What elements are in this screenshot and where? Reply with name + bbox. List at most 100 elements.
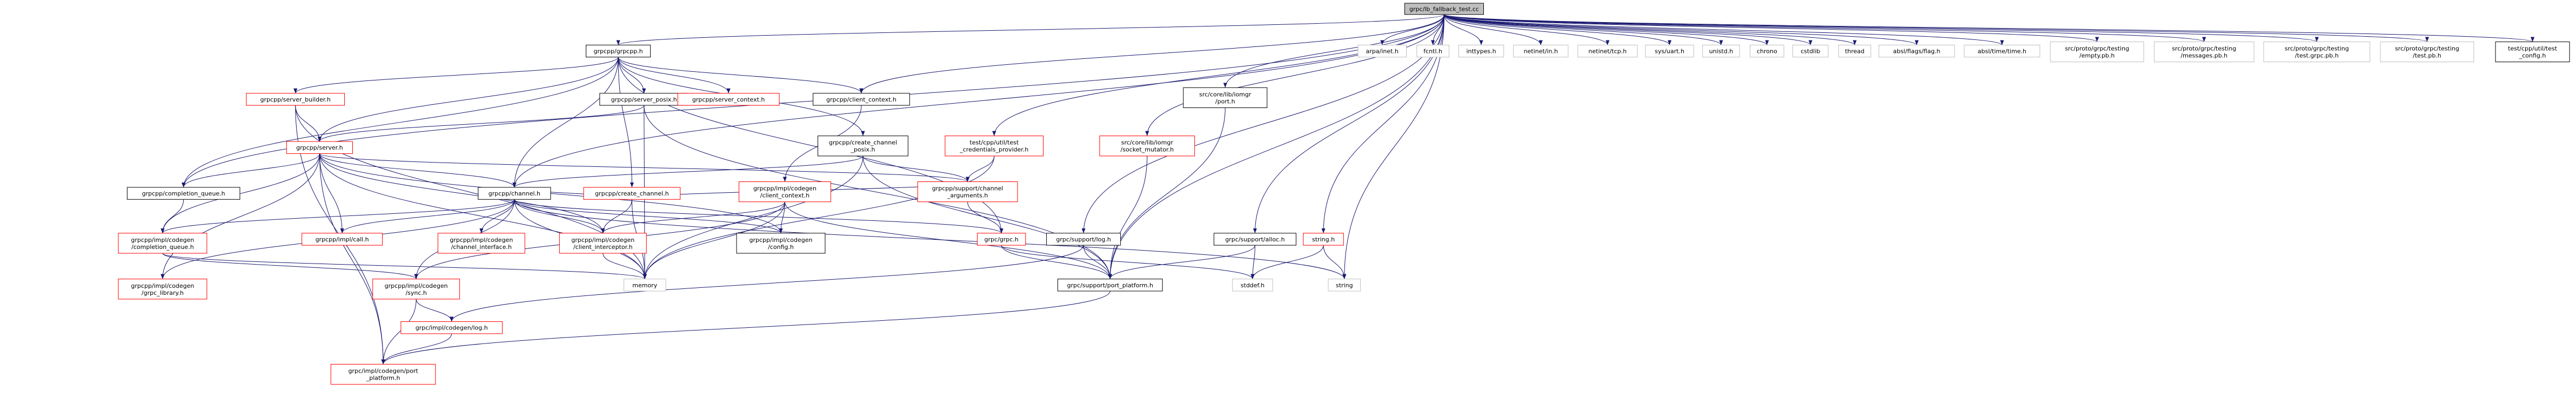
edge-grpcpp-to-createch (618, 57, 634, 187)
node-config-label: /config.h (768, 244, 794, 251)
node-portplat-label: grpc/support/port_platform.h (1067, 282, 1153, 289)
edge-createchp-to-chanargs (862, 156, 970, 182)
edge-createchp-to-portplat (862, 156, 1112, 279)
node-alloc[interactable]: grpc/support/alloc.h (1213, 233, 1296, 246)
edge-implog-to-implport (381, 333, 452, 365)
node-nettcp[interactable]: netinet/tcp.h (1577, 44, 1638, 58)
node-cstdlib[interactable]: cstdlib (1792, 44, 1829, 58)
node-absflag[interactable]: absl/flags/flag.h (1878, 44, 1955, 58)
node-netin[interactable]: netinet/in.h (1513, 44, 1569, 58)
node-stddef-box (1232, 279, 1273, 292)
node-call[interactable]: grpcpp/impl/call.h (302, 233, 383, 246)
edge-cq-to-implcq (160, 199, 184, 233)
node-config[interactable]: grpcpp/impl/codegen/config.h (736, 233, 826, 254)
edge-server-to-cliint (319, 153, 605, 233)
node-grpch-label: grpc/grpc.h (985, 236, 1019, 243)
node-abstime-label: absl/time/time.h (1978, 48, 2026, 55)
node-createch[interactable]: grpcpp/create_channel.h (583, 187, 681, 200)
node-implcq[interactable]: grpcpp/impl/codegen/completion_queue.h (118, 233, 208, 254)
node-netin-label: netinet/in.h (1524, 48, 1558, 55)
node-testcfg[interactable]: test/cpp/util/test_config.h (2495, 41, 2570, 63)
node-channel[interactable]: grpcpp/channel.h (478, 187, 551, 200)
node-stddef[interactable]: stddef.h (1232, 279, 1273, 292)
node-netin-box (1513, 44, 1569, 58)
edge-root-to-cstdlib (1444, 14, 1812, 45)
node-cliint[interactable]: grpcpp/impl/codegen/client_interceptor.h (559, 233, 647, 254)
node-clictx[interactable]: grpcpp/client_context.h (813, 93, 910, 106)
node-inttypes[interactable]: inttypes.h (1458, 44, 1504, 58)
node-stringh[interactable]: string.h (1303, 233, 1344, 246)
node-absflag-box (1878, 44, 1955, 58)
node-sync[interactable]: grpcpp/impl/codegen/sync.h (372, 279, 460, 300)
node-abstime[interactable]: absl/time/time.h (1964, 44, 2040, 58)
node-testcfg-box (2495, 41, 2570, 63)
node-implog[interactable]: grpc/impl/codegen/log.h (400, 321, 503, 334)
node-thread[interactable]: thread (1838, 44, 1871, 58)
node-chrono-box (1750, 44, 1784, 58)
node-testgrpc[interactable]: src/proto/grpc/testing/test.grpc.pb.h (2263, 41, 2371, 63)
edge-alloc-to-portplat (1108, 245, 1255, 279)
node-portplat-box (1057, 279, 1163, 292)
edge-channel-to-string (514, 199, 1347, 279)
edge-createchp-to-channel (512, 156, 864, 188)
node-createchp[interactable]: grpcpp/create_channel_posix.h (818, 136, 908, 157)
edge-root-to-sockmut (1145, 14, 1444, 136)
node-credprov[interactable]: test/cpp/util/test_credentials_provider.… (945, 136, 1044, 157)
node-abstime-box (1964, 44, 2040, 58)
edge-root-to-testpb (1444, 14, 2429, 42)
edge-implclictx-to-memory (643, 201, 785, 279)
node-memory[interactable]: memory (624, 279, 666, 292)
node-unistd[interactable]: unistd.h (1702, 44, 1740, 58)
edge-server-to-channel (319, 153, 517, 188)
node-stddef-label: stddef.h (1241, 282, 1264, 289)
node-grpclib[interactable]: grpcpp/impl/codegen/grpc_library.h (118, 279, 208, 300)
node-srvctx[interactable]: grpcpp/server_context.h (677, 93, 780, 106)
node-empty[interactable]: src/proto/grpc/testing/empty.pb.h (2050, 41, 2144, 63)
edge-root-to-credprov (992, 14, 1444, 136)
node-grpcpp[interactable]: grpcpp/grpcpp.h (585, 44, 651, 58)
node-implclictx[interactable]: grpcpp/impl/codegen/client_context.h (739, 181, 831, 203)
node-chrono[interactable]: chrono (1750, 44, 1784, 58)
node-server[interactable]: grpcpp/server.h (286, 141, 353, 154)
node-fcntl[interactable]: fcntl.h (1416, 44, 1449, 58)
edge-stringh-to-stddef (1250, 245, 1324, 279)
node-messages[interactable]: src/proto/grpc/testing/messages.pb.h (2153, 41, 2254, 63)
node-portplat[interactable]: grpc/support/port_platform.h (1057, 279, 1163, 292)
edge-server-to-chanargs (319, 153, 969, 182)
node-iomgrport[interactable]: src/core/lib/iomgr/port.h (1183, 87, 1268, 109)
node-log[interactable]: grpc/support/log.h (1046, 233, 1121, 246)
node-chiface-label: grpcpp/impl/codegen (450, 237, 513, 244)
node-server-label: grpcpp/server.h (296, 144, 343, 151)
node-posix[interactable]: grpcpp/server_posix.h (599, 93, 689, 106)
node-chanargs[interactable]: grpcpp/support/channel_arguments.h (917, 181, 1018, 203)
node-string[interactable]: string (1328, 279, 1361, 292)
edge-root-to-netin (1444, 14, 1543, 45)
edge-credprov-to-chanargs (966, 156, 995, 182)
node-grpch[interactable]: grpc/grpc.h (976, 233, 1026, 246)
node-sockmut[interactable]: src/core/lib/iomgr/socket_mutator.h (1099, 136, 1195, 157)
node-implport[interactable]: grpc/impl/codegen/port_platform.h (330, 363, 436, 385)
edge-server-to-grpclib (160, 153, 320, 279)
node-arpa[interactable]: arpa/inet.h (1357, 44, 1407, 58)
node-cq[interactable]: grpcpp/completion_queue.h (126, 187, 240, 200)
edge-server-to-memory (319, 153, 647, 279)
node-cliint-box (559, 233, 647, 254)
node-chiface[interactable]: grpcpp/impl/codegen/channel_interface.h (437, 233, 525, 254)
edge-root-to-messages (1444, 14, 2206, 42)
node-uart[interactable]: sys/uart.h (1645, 44, 1694, 58)
node-root: grpc/lb_fallback_test.cc (1404, 3, 1484, 15)
node-arpa-label: arpa/inet.h (1366, 48, 1399, 55)
node-empty-label: /empty.pb.h (2079, 52, 2115, 59)
edge-grpch-to-stddef (1001, 245, 1255, 279)
node-grpcpp-box (585, 44, 651, 58)
node-implclictx-label: /client_context.h (760, 192, 809, 199)
edge-sync-to-implog (416, 299, 454, 322)
node-implcq-label: /completion_queue.h (131, 244, 194, 251)
node-testpb[interactable]: src/proto/grpc/testing/test.pb.h (2380, 41, 2474, 63)
node-builder[interactable]: grpcpp/server_builder.h (246, 93, 345, 106)
node-chrono-label: chrono (1757, 48, 1777, 55)
edge-sync-to-implport (381, 299, 417, 365)
edge-grpcpp-to-clictx (618, 57, 864, 93)
edge-channel-to-chiface (479, 199, 515, 233)
